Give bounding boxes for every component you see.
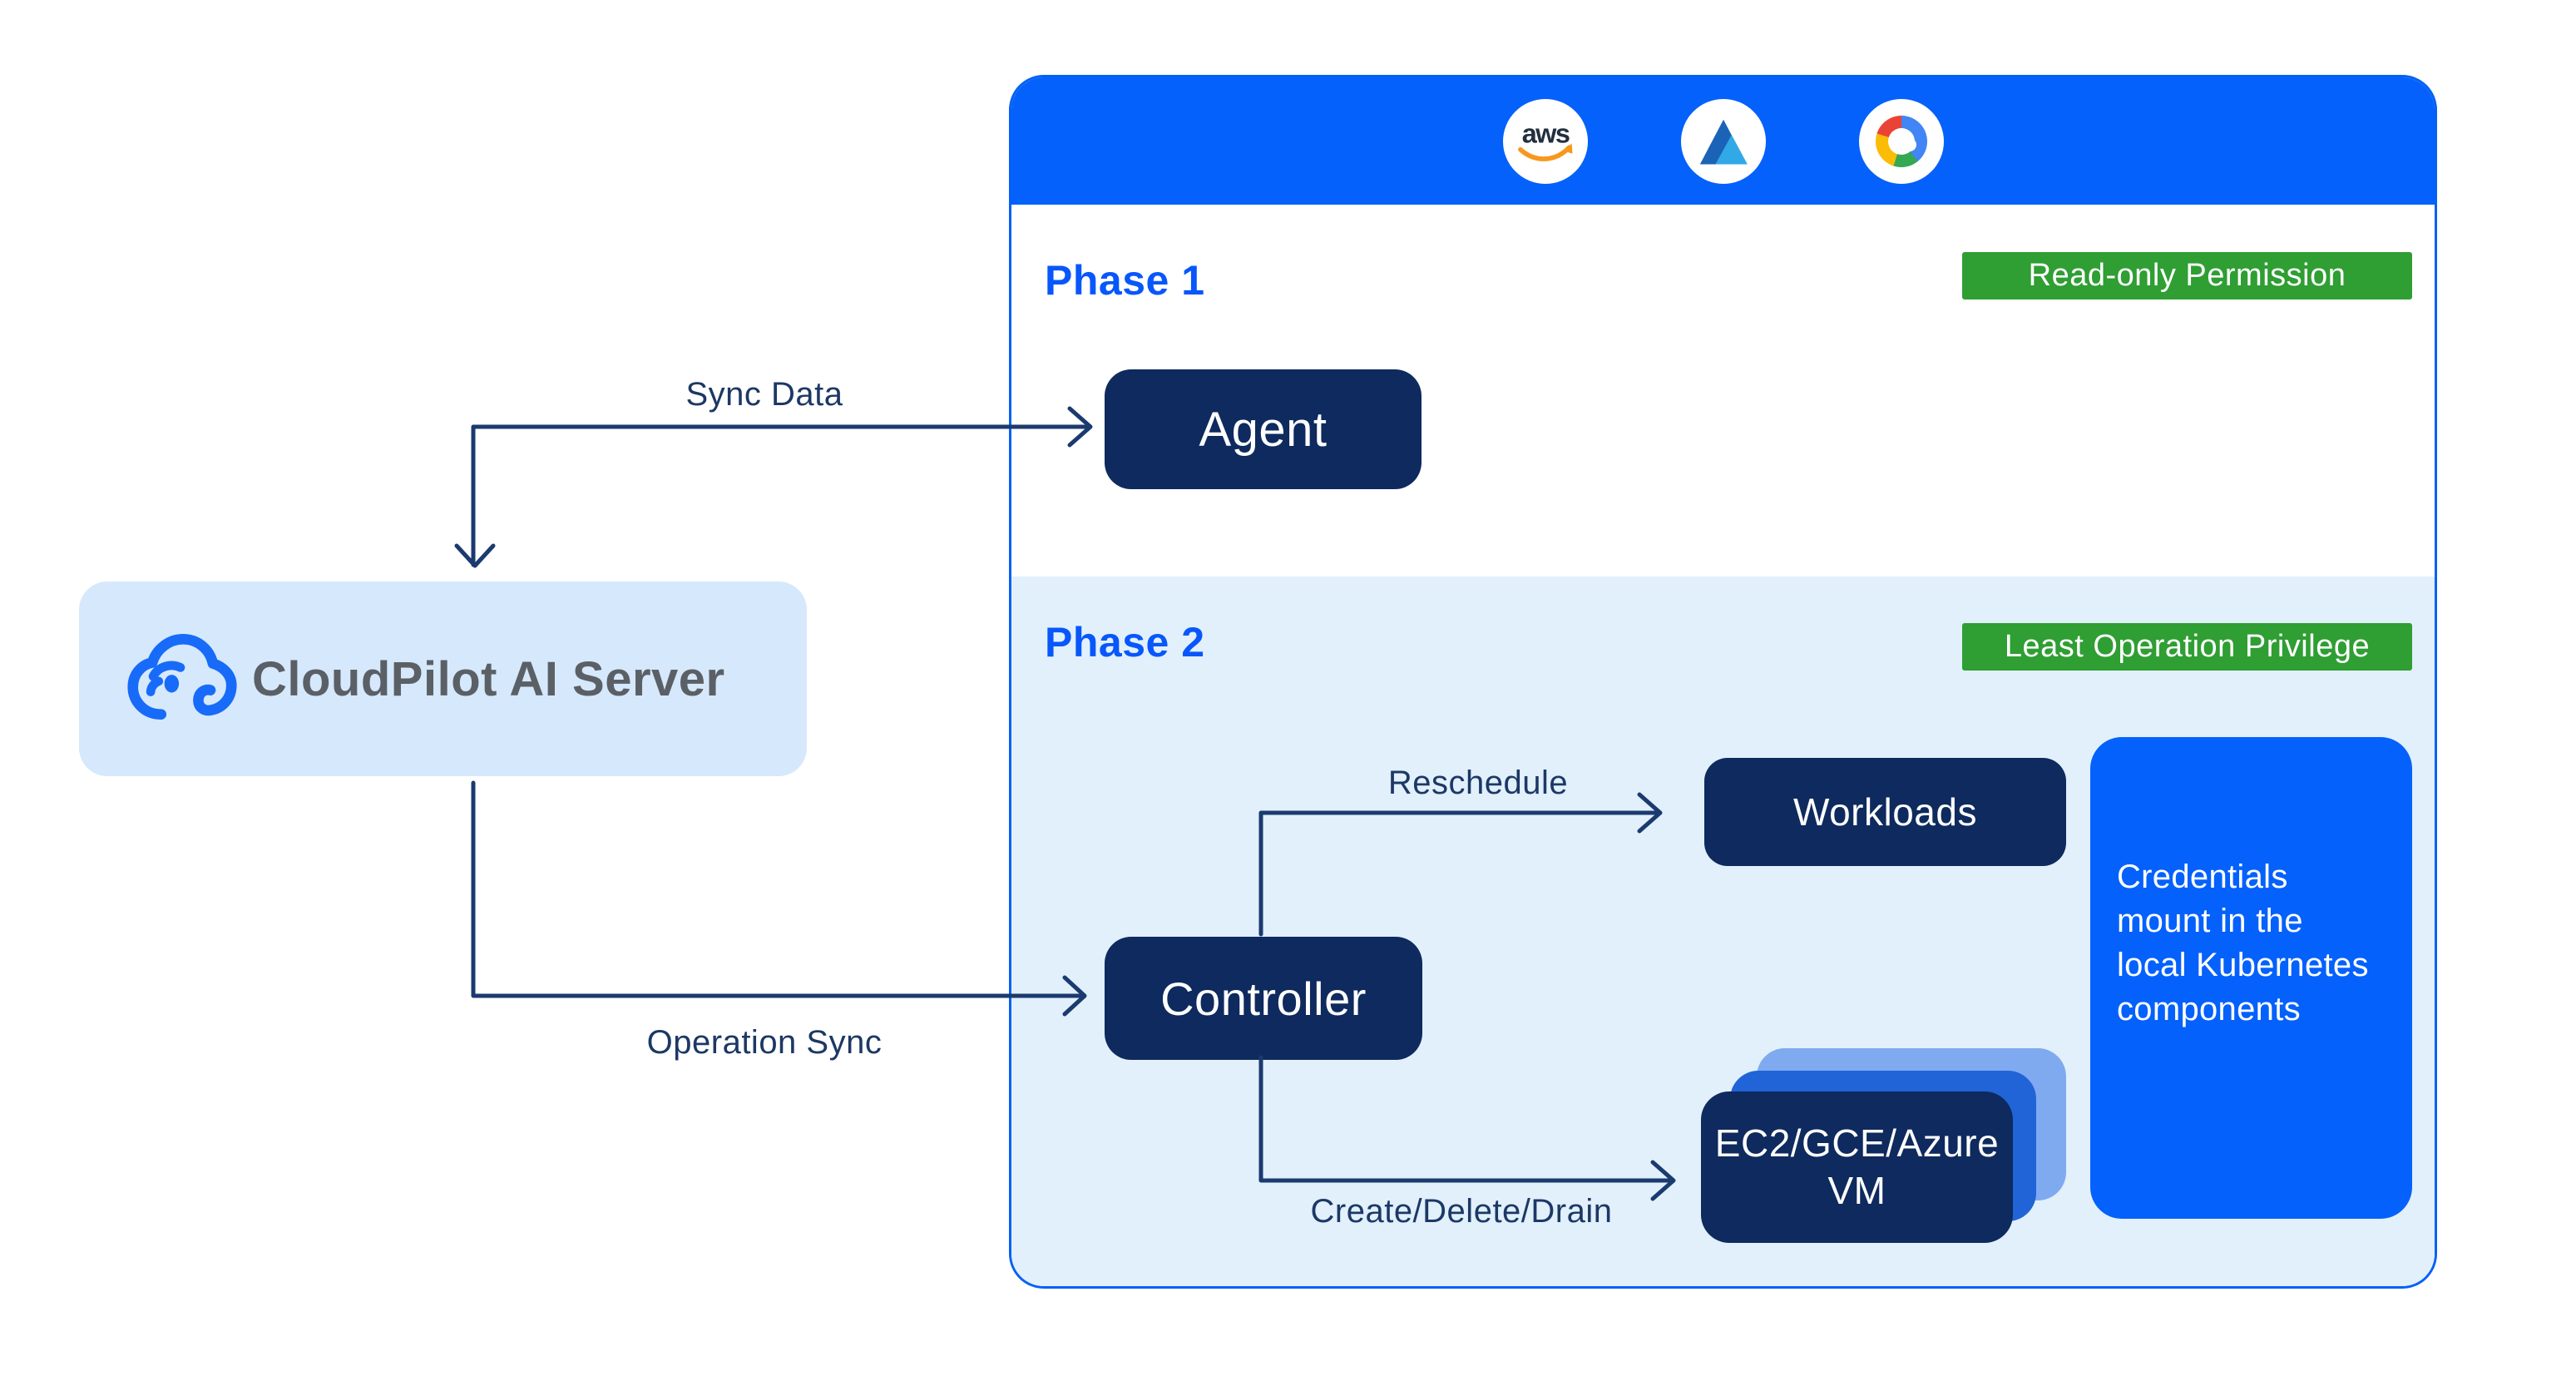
cloud-environment-panel: aws Phase 1 Read-only Permission Agent bbox=[1009, 75, 2437, 1289]
sync-data-arrowhead-down-icon bbox=[454, 543, 496, 568]
reschedule-label: Reschedule bbox=[1387, 765, 1569, 801]
phase2-label: Phase 2 bbox=[1045, 619, 1205, 666]
operation-sync-label: Operation Sync bbox=[646, 1024, 883, 1061]
credentials-line1: Credentials bbox=[2117, 859, 2288, 895]
cloudpilot-server-box: CloudPilot AI Server bbox=[79, 582, 807, 776]
vm-label-line1: EC2/GCE/Azure bbox=[1714, 1121, 2000, 1165]
cloud-providers-header: aws bbox=[1011, 77, 2435, 205]
azure-icon bbox=[1680, 98, 1766, 184]
phase1-label: Phase 1 bbox=[1045, 257, 1205, 304]
cloudpilot-server-label: CloudPilot AI Server bbox=[252, 651, 725, 706]
create-delete-drain-label: Create/Delete/Drain bbox=[1310, 1193, 1613, 1230]
credentials-note: Credentials mount in the local Kubernete… bbox=[2090, 737, 2412, 1219]
sync-data-label: Sync Data bbox=[685, 376, 843, 413]
aws-icon: aws bbox=[1502, 98, 1588, 184]
agent-node: Agent bbox=[1105, 369, 1421, 489]
cloudpilot-cloud-logo-icon bbox=[127, 634, 237, 720]
workloads-node: Workloads bbox=[1704, 758, 2066, 866]
vm-node: EC2/GCE/Azure VM bbox=[1701, 1091, 2013, 1243]
google-cloud-icon bbox=[1858, 98, 1944, 184]
operation-sync-arrow bbox=[471, 780, 1086, 998]
controller-node: Controller bbox=[1105, 937, 1422, 1060]
sync-data-arrow bbox=[471, 424, 1092, 567]
credentials-line2: mount in the bbox=[2117, 903, 2303, 939]
credentials-line4: components bbox=[2117, 991, 2301, 1027]
vm-label-line2: VM bbox=[1827, 1169, 1886, 1212]
phase1-permission-badge: Read-only Permission bbox=[1962, 252, 2412, 299]
svg-text:aws: aws bbox=[1521, 118, 1569, 148]
phase2-permission-badge: Least Operation Privilege bbox=[1962, 623, 2412, 671]
vm-stack: EC2/GCE/Azure VM bbox=[1701, 1048, 2084, 1248]
credentials-line3: local Kubernetes bbox=[2117, 947, 2369, 983]
